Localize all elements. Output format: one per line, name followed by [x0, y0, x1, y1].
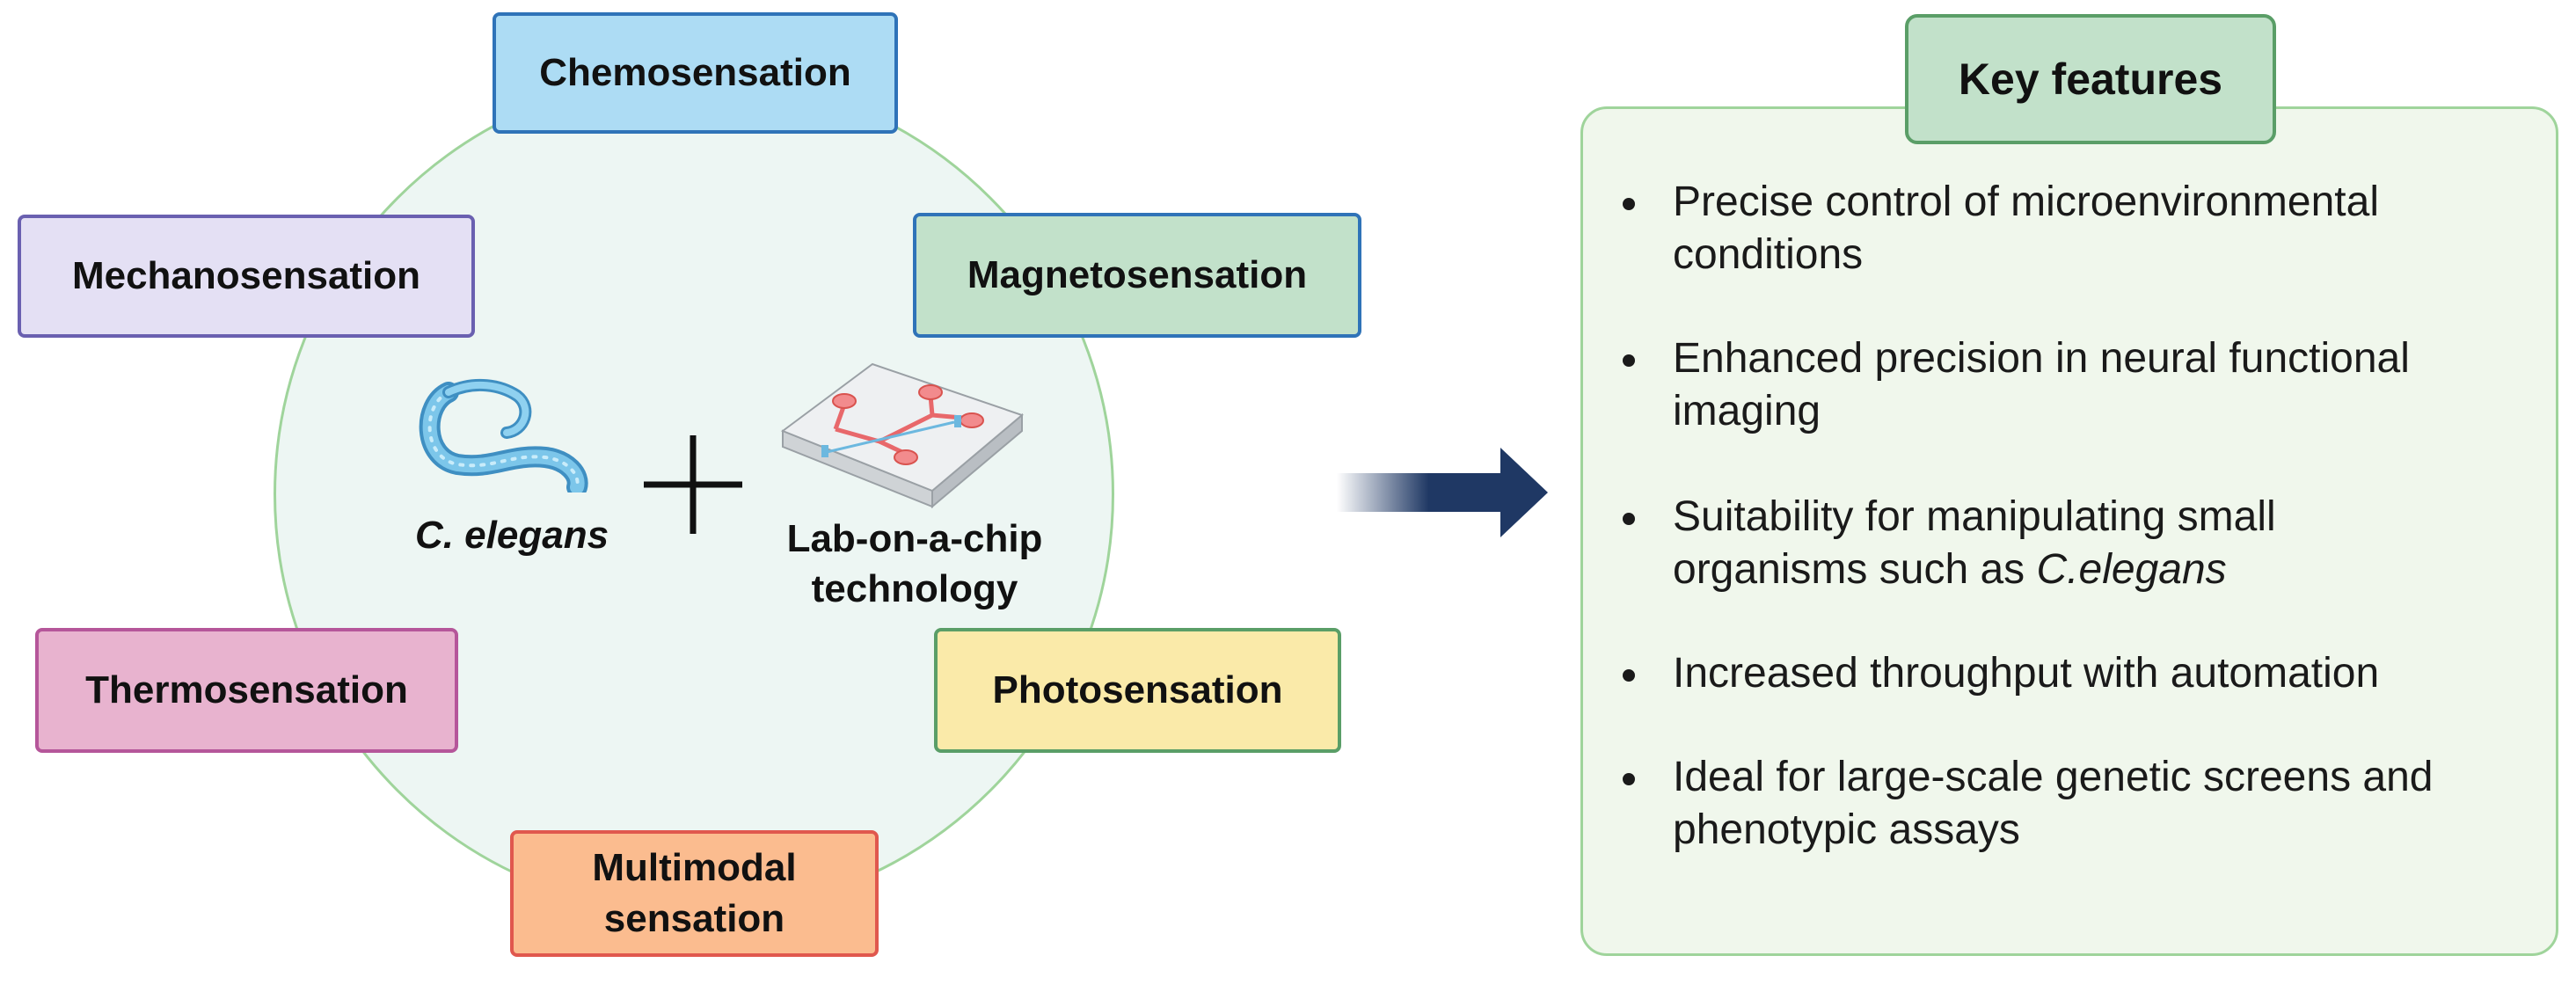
multimodal-label-line2: sensation	[603, 897, 785, 940]
lab-on-a-chip-line1: Lab-on-a-chip	[786, 517, 1043, 560]
photosensation-box: Photosensation	[934, 628, 1341, 753]
right-arrow-icon	[1337, 448, 1548, 537]
chemosensation-box: Chemosensation	[493, 12, 898, 134]
magnetosensation-box: Magnetosensation	[913, 213, 1361, 338]
photosensation-label: Photosensation	[992, 668, 1283, 711]
lab-on-a-chip-line2: technology	[811, 567, 1018, 611]
feature-item: Ideal for large-scale genetic screens an…	[1623, 751, 2537, 857]
mechanosensation-label: Mechanosensation	[71, 253, 421, 297]
key-features-title: Key features	[1905, 14, 2276, 144]
thermosensation-box: Thermosensation	[35, 628, 458, 753]
worm-icon	[419, 378, 588, 492]
microfluidic-chip-icon	[780, 362, 1024, 509]
multimodal-sensation-box: Multimodal sensation	[510, 830, 879, 957]
magnetosensation-label: Magnetosensation	[967, 252, 1308, 296]
feature-item: Precise control of microenvironmental co…	[1623, 176, 2537, 281]
multimodal-label-line1: Multimodal	[592, 845, 797, 889]
feature-item: Increased throughput with automation	[1623, 647, 2537, 700]
mechanosensation-box: Mechanosensation	[18, 215, 475, 338]
key-features-list: Precise control of microenvironmental co…	[1623, 176, 2537, 908]
lab-on-a-chip-label: Lab-on-a-chip technology	[774, 514, 1055, 614]
key-features-panel	[1580, 106, 2558, 956]
plus-icon	[644, 435, 742, 534]
feature-item: Suitability for manipulating small organ…	[1623, 491, 2537, 596]
thermosensation-label: Thermosensation	[85, 668, 408, 711]
c-elegans-label: C. elegans	[414, 514, 609, 557]
chemosensation-label: Chemosensation	[539, 50, 851, 94]
feature-item: Enhanced precision in neural functional …	[1623, 332, 2537, 438]
